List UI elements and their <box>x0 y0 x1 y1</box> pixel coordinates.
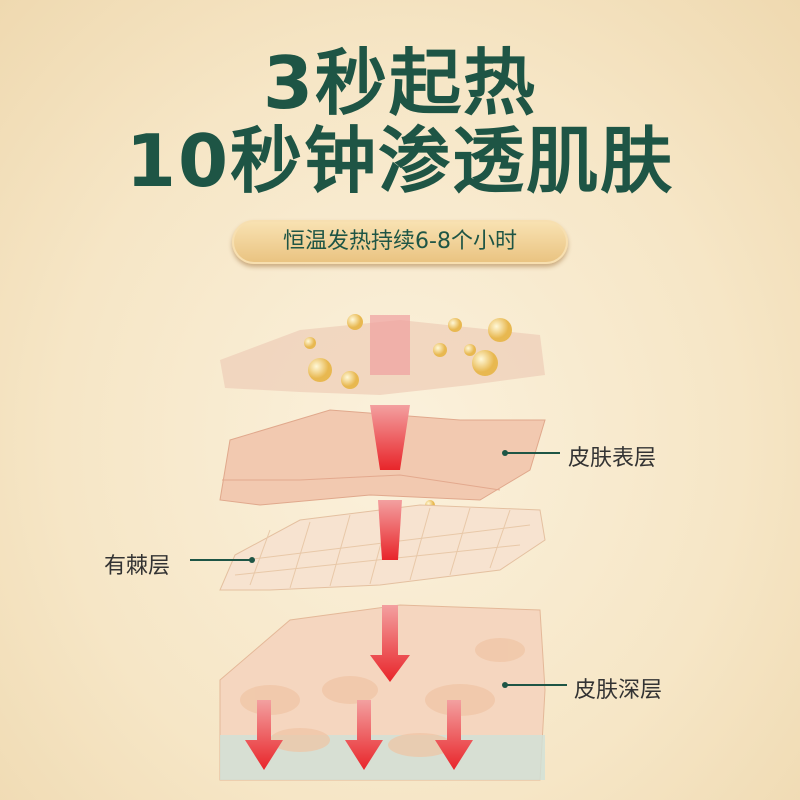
arrow-3 <box>370 605 410 682</box>
deep-cells <box>240 638 525 757</box>
heat-beam <box>370 315 410 375</box>
heading-line-2: 10秒钟渗透肌肤 <box>125 119 675 203</box>
arrow-4 <box>245 700 283 770</box>
label-deep: 皮肤深层 <box>574 678 663 703</box>
label-spinous: 有棘层 <box>104 554 171 579</box>
epidermis-pointer <box>505 452 560 454</box>
duration-badge: 恒温发热持续6-8个小时 <box>232 220 568 264</box>
arrow-6 <box>435 700 473 770</box>
heading-line-1: 3秒起热 <box>262 41 538 125</box>
arrow-5 <box>345 700 383 770</box>
arrow-1 <box>370 405 410 470</box>
spinous-grid <box>234 507 531 589</box>
deep-pointer <box>505 684 567 686</box>
label-epidermis: 皮肤表层 <box>568 446 657 471</box>
spinous-pointer <box>190 559 252 561</box>
heat-arrows <box>245 405 473 770</box>
arrow-2 <box>378 500 402 560</box>
